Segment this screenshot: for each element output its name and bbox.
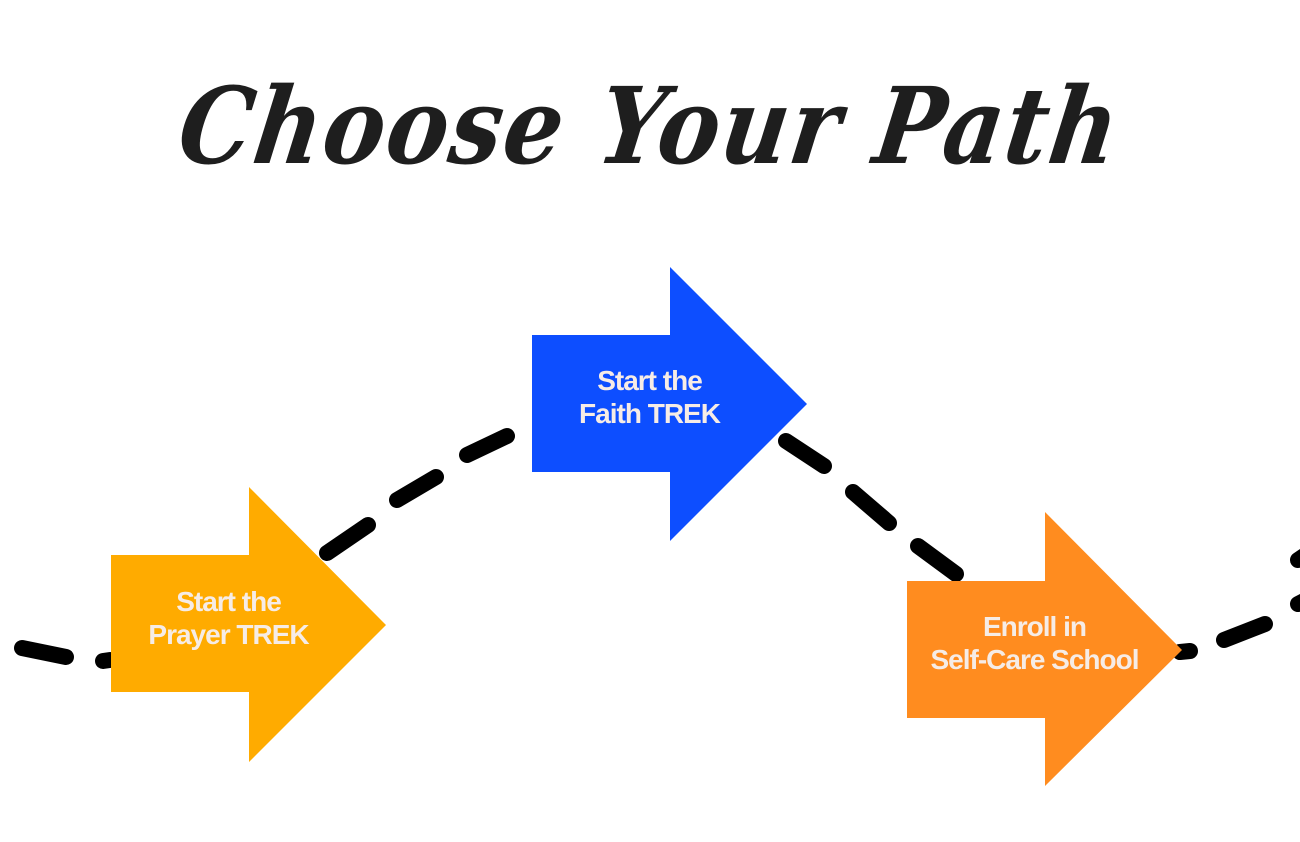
path-dash <box>459 428 515 463</box>
path-dash <box>14 640 74 665</box>
path-dash <box>910 538 964 582</box>
path-dash <box>778 433 832 474</box>
path-dash <box>389 469 444 508</box>
path-dash <box>95 652 118 669</box>
prayer-trek-label-line1: Start the <box>176 586 282 617</box>
self-care-school-label-line1: Enroll in <box>983 611 1087 642</box>
faith-trek-label-line1: Start the <box>597 365 703 396</box>
self-care-school-arrow[interactable] <box>907 512 1182 786</box>
path-dash <box>1216 616 1273 648</box>
faith-trek-label-line2: Faith TREK <box>579 398 721 429</box>
prayer-trek-label[interactable]: Start the Prayer TREK <box>111 585 346 651</box>
path-dash <box>845 484 897 531</box>
path-dash <box>1172 643 1198 660</box>
prayer-trek-label-line2: Prayer TREK <box>148 619 309 650</box>
path-dash <box>319 517 376 561</box>
dashed-path <box>14 428 1300 669</box>
faith-trek-label[interactable]: Start the Faith TREK <box>532 364 767 430</box>
self-care-school-label[interactable]: Enroll in Self-Care School <box>907 610 1162 676</box>
prayer-trek-arrow[interactable] <box>111 487 386 762</box>
faith-trek-arrow[interactable] <box>532 267 807 541</box>
self-care-school-label-line2: Self-Care School <box>930 644 1139 675</box>
